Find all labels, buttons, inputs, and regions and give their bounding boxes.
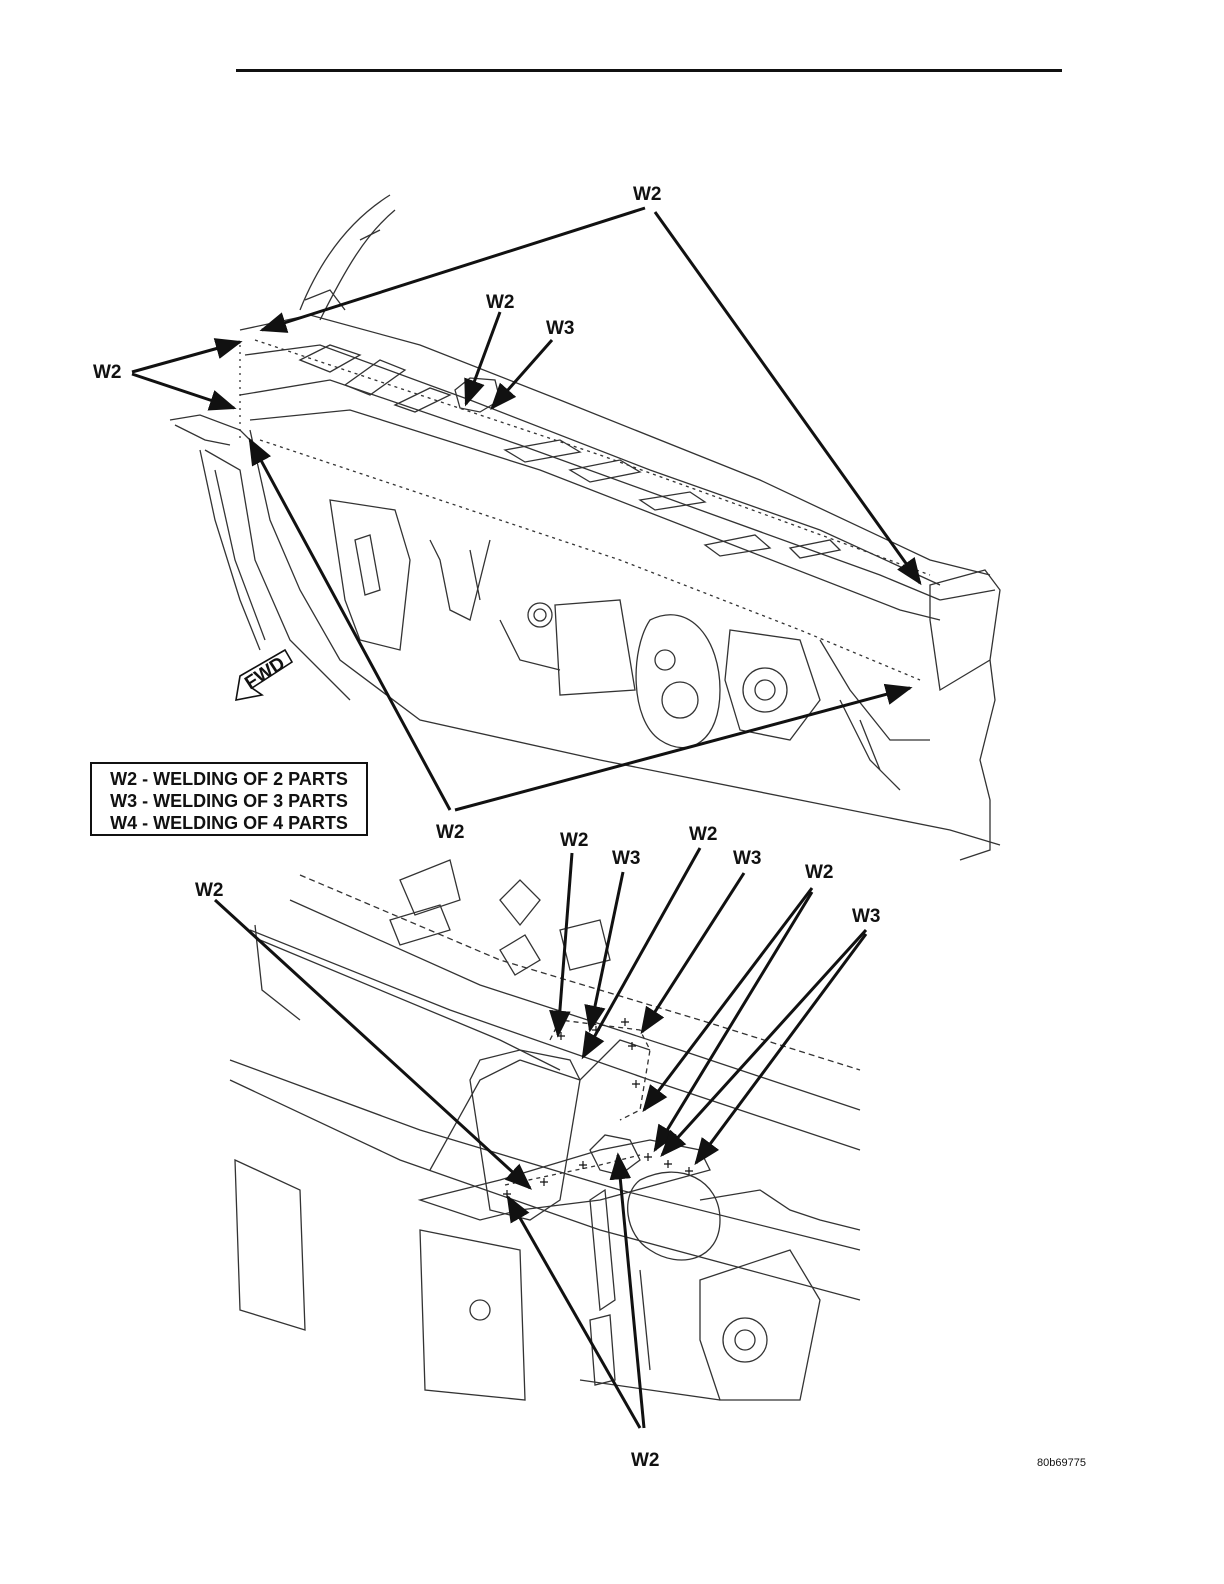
callout-lower-w2: W2 <box>436 822 465 843</box>
upper-callout-arrows <box>132 208 920 810</box>
callout-detail-left-w2: W2 <box>195 880 224 901</box>
fwd-arrow: FWD <box>236 650 292 700</box>
callout-bottom-w2: W2 <box>631 1450 660 1471</box>
callout-mid-w3: W3 <box>546 318 575 339</box>
callout-top-w2: W2 <box>633 184 662 205</box>
callout-left-w2: W2 <box>93 362 122 383</box>
legend-item-w4: W4 - WELDING OF 4 PARTS <box>92 812 366 834</box>
callout-detail-w2-b: W2 <box>689 824 718 845</box>
callout-detail-w3-b: W3 <box>733 848 762 869</box>
callout-detail-w2-c: W2 <box>805 862 834 883</box>
detail-drawing <box>230 860 860 1400</box>
weld-legend: W2 - WELDING OF 2 PARTS W3 - WELDING OF … <box>90 762 368 836</box>
detail-callout-arrows <box>215 848 866 1428</box>
legend-item-w3: W3 - WELDING OF 3 PARTS <box>92 790 366 812</box>
callout-detail-w2-a: W2 <box>560 830 589 851</box>
callout-detail-w3-a: W3 <box>612 848 641 869</box>
upper-cowl-drawing <box>170 195 1000 860</box>
legend-item-w2: W2 - WELDING OF 2 PARTS <box>92 768 366 790</box>
callout-detail-w3-c: W3 <box>852 906 881 927</box>
callout-mid-w2: W2 <box>486 292 515 313</box>
figure-id: 80b69775 <box>1037 1457 1086 1469</box>
